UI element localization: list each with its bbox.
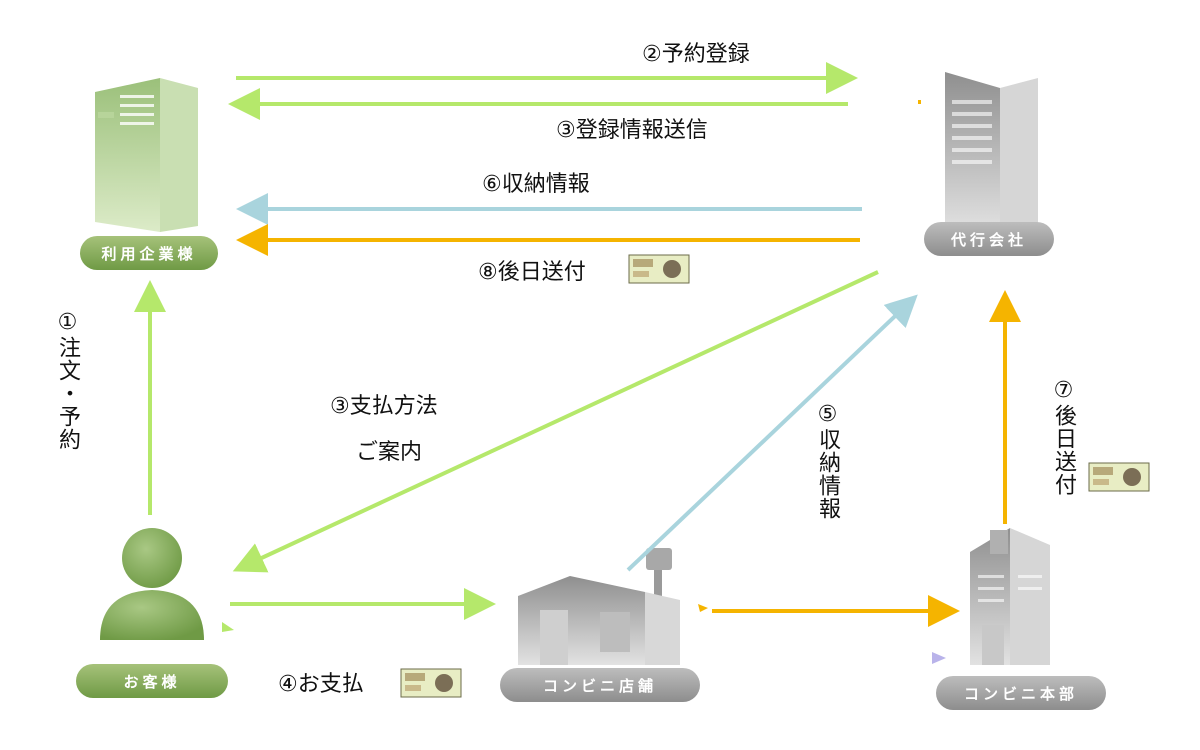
banknote-icon: [1088, 462, 1150, 492]
banknote-icon: [400, 668, 462, 698]
customer-person-icon: [100, 528, 234, 640]
customer-badge: お客様: [76, 664, 228, 698]
flow-label-5: ⑤収納情報: [815, 402, 840, 520]
store-badge: コンビニ店舗: [500, 668, 700, 702]
company-building-icon: [95, 78, 198, 232]
store-building-icon: [518, 548, 708, 665]
flow-label-2: ②予約登録: [642, 42, 750, 67]
flow-label-4: ④お支払: [278, 672, 364, 697]
banknote-icon: [628, 254, 690, 284]
agency-badge: 代行会社: [924, 222, 1054, 256]
flow-label-8: ⑧後日送付: [478, 260, 586, 285]
flow-label-3a: ③登録情報送信: [556, 118, 708, 143]
company-badge: 利用企業様: [80, 236, 218, 270]
flow-label-3b-line1: ③支払方法: [330, 394, 438, 419]
flow-label-6: ⑥収納情報: [482, 172, 590, 197]
arrow-payment-info-to-agency: [626, 294, 918, 572]
hq-building-icon: [932, 528, 1050, 665]
hq-badge: コンビニ本部: [936, 676, 1106, 710]
flow-label-7: ⑦後日送付: [1051, 378, 1076, 496]
agency-building-icon: [918, 72, 1038, 232]
flow-label-1: ①注文・予約: [55, 310, 80, 451]
flow-label-3b-line2: ご案内: [356, 440, 423, 465]
arrow-payment-guidance: [232, 270, 879, 573]
